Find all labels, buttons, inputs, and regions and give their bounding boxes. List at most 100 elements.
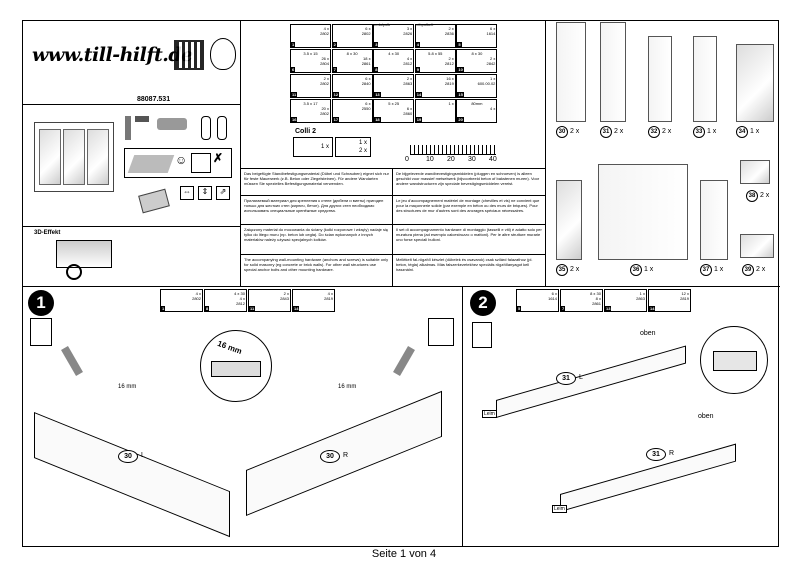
board-side-left: L bbox=[141, 452, 145, 459]
panel-label-38: 38 2 x bbox=[746, 190, 769, 202]
panel-label-35: 35 2 x bbox=[556, 264, 579, 276]
3d-effect-illustration bbox=[56, 240, 112, 268]
note-pl: Załączony materiał do mocowania do ścian… bbox=[244, 227, 389, 242]
glue-label-upper: Leim bbox=[482, 410, 497, 418]
panel-label-33: 33 1 x bbox=[693, 126, 716, 138]
panel-37 bbox=[700, 180, 728, 260]
step-1-number: 1 bbox=[28, 290, 54, 316]
instruction-sheet bbox=[22, 20, 779, 547]
step-1-cabinet-thumb bbox=[30, 318, 52, 346]
dimension-right: 16 mm bbox=[338, 384, 357, 390]
panel-35 bbox=[556, 180, 582, 260]
ruler-tick-label: 30 bbox=[468, 156, 476, 163]
step-2-side-upper: L bbox=[579, 374, 583, 381]
panel-30 bbox=[556, 22, 586, 122]
board-label-right: 30 bbox=[320, 450, 340, 463]
top-label-lower: oben bbox=[698, 413, 714, 420]
measuring-ruler bbox=[410, 145, 496, 155]
panel-38 bbox=[740, 160, 770, 184]
panel-34 bbox=[736, 44, 774, 122]
panel-label-36: 36 1 x bbox=[630, 264, 653, 276]
panel-label-37: 37 1 x bbox=[700, 264, 723, 276]
text-row-3 bbox=[240, 254, 545, 255]
mascot-face-icon bbox=[210, 38, 236, 70]
note-de: Das beigefügte Standbefestigungsmaterial… bbox=[244, 171, 389, 186]
text-row-2 bbox=[240, 224, 545, 225]
step-1-cabinet-thumb-2 bbox=[428, 318, 454, 346]
panel-label-30: 30 2 x bbox=[556, 126, 579, 138]
divider-vertical-2 bbox=[545, 20, 546, 286]
divider-horizontal bbox=[22, 286, 780, 287]
step-2-number: 2 bbox=[470, 290, 496, 316]
colli-item-1: 1 x bbox=[293, 137, 333, 157]
divider-vertical-3 bbox=[462, 286, 463, 547]
3d-effect-label: 3D-Effekt bbox=[34, 230, 61, 236]
step-2-board-label-upper: 31 bbox=[556, 372, 576, 385]
panel-33 bbox=[693, 36, 717, 122]
note-en: The accompanying wall-mounting hardware … bbox=[244, 257, 389, 272]
board-side-right: R bbox=[343, 452, 349, 459]
panel-label-31: 31 2 x bbox=[600, 126, 623, 138]
top-label-upper: oben bbox=[640, 330, 656, 337]
panel-label-34: 34 1 x bbox=[736, 126, 759, 138]
divider-brand bbox=[22, 104, 240, 105]
divider-texts-mid bbox=[392, 168, 393, 286]
brand-logo[interactable]: www.till-hilft.de bbox=[32, 44, 193, 66]
note-fr: Le jeu d'accompagnement matériel de mont… bbox=[396, 198, 540, 213]
ruler-tick-label: 40 bbox=[489, 156, 497, 163]
panel-36 bbox=[598, 164, 688, 260]
hinge-adjust-diagram: ⇔ ⇕ ⇗ bbox=[124, 182, 236, 224]
rotate-icon bbox=[66, 264, 82, 280]
step-1-zoom-callout: 16 mm bbox=[200, 330, 272, 402]
step-2-zoom-callout bbox=[700, 326, 768, 394]
text-row-1 bbox=[240, 195, 545, 196]
colli-title: Colli 2 bbox=[295, 128, 317, 135]
panel-label-32: 32 2 x bbox=[648, 126, 671, 138]
glue-label-lower: Leim bbox=[552, 505, 567, 513]
cabinet-preview bbox=[34, 122, 114, 192]
surface-care-box: ☺ ✗ bbox=[124, 148, 232, 178]
note-it: Il set di accompagnamento hardware di mo… bbox=[396, 227, 542, 242]
panel-39 bbox=[740, 234, 774, 258]
ruler-tick-label: 0 bbox=[405, 156, 409, 163]
note-hu: Mellékelt fal-rögzítő készlet (dübelek é… bbox=[396, 257, 533, 272]
ruler-tick-label: 10 bbox=[426, 156, 434, 163]
note-ru: Прилагаемый материал для крепления к сте… bbox=[244, 198, 384, 213]
tools-row bbox=[121, 112, 236, 144]
qr-code-icon[interactable] bbox=[174, 40, 204, 70]
page-footer: Seite 1 von 4 bbox=[371, 548, 437, 560]
panel-label-39: 39 2 x bbox=[742, 264, 765, 276]
step-2-board-label-lower: 31 bbox=[646, 448, 666, 461]
